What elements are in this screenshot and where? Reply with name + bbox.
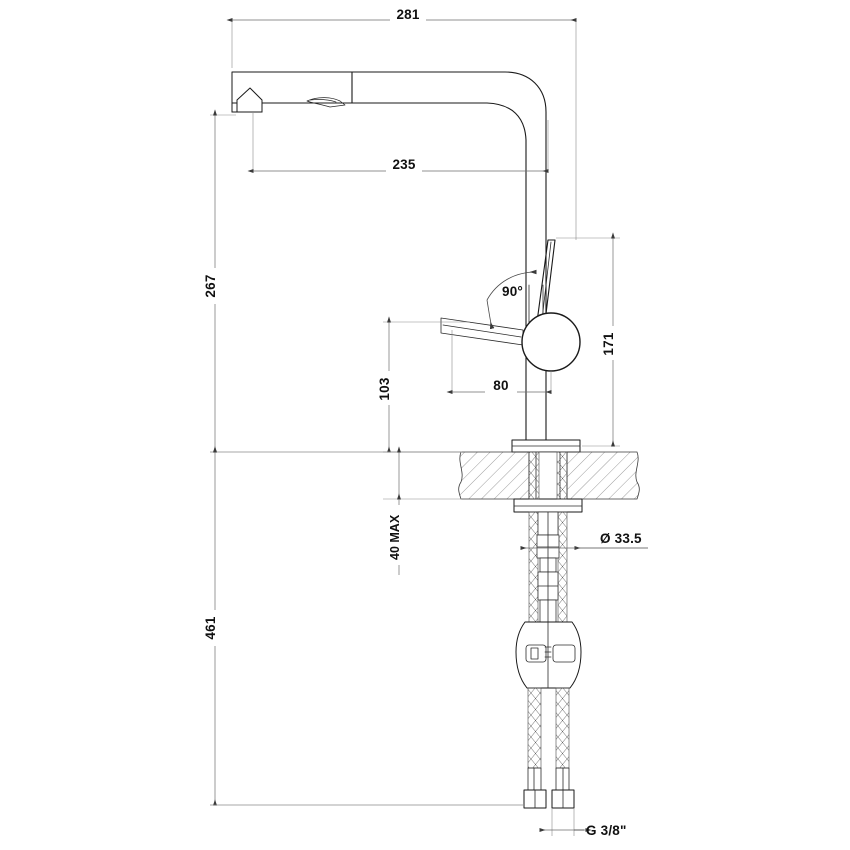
dimension-label-267: 267 <box>203 274 218 297</box>
dimension-label-171: 171 <box>601 332 616 355</box>
dimension-label-461: 461 <box>203 616 218 639</box>
braided-supply-hoses-upper <box>528 451 568 500</box>
dimension-spout-projection: 235 <box>247 112 549 174</box>
dimension-overall-reach: 281 <box>226 5 577 240</box>
dimension-handle-offset: 80 <box>446 330 552 395</box>
dimension-label-281: 281 <box>396 7 419 22</box>
lower-valve-body <box>528 511 568 623</box>
handle-pivot-hub <box>521 312 581 372</box>
dimension-label-supply-thread: G 3/8" <box>586 823 627 838</box>
dimension-total-height: 461 <box>203 446 524 806</box>
counterweight-block <box>515 621 582 689</box>
hex-supply-fittings <box>523 789 575 809</box>
braided-supply-hoses-lower <box>527 687 570 791</box>
dimension-label-90-degrees: 90° <box>502 284 523 299</box>
dimension-label-103: 103 <box>377 377 392 400</box>
dimension-supply-thread: G 3/8" <box>539 808 627 838</box>
dimension-hole-diameter: Ø 33.5 <box>520 531 648 551</box>
dimension-label-40-max: 40 MAX <box>388 514 402 560</box>
dimension-spout-height: 267 <box>203 109 462 453</box>
dimension-handle-height: 103 <box>377 316 470 453</box>
dimension-label-235: 235 <box>392 157 415 172</box>
dimension-body-height: 171 <box>556 232 622 447</box>
dimension-label-80: 80 <box>493 378 508 393</box>
dimension-handle-rotation: 90° <box>486 269 537 330</box>
dimension-label-hole-diameter: Ø 33.5 <box>600 531 642 546</box>
countertop-section-hatched <box>458 451 640 500</box>
dimension-countertop-thickness: 40 MAX <box>383 446 462 575</box>
spout-arm-assembly <box>231 71 547 241</box>
deck-mounting-flange <box>511 439 581 453</box>
